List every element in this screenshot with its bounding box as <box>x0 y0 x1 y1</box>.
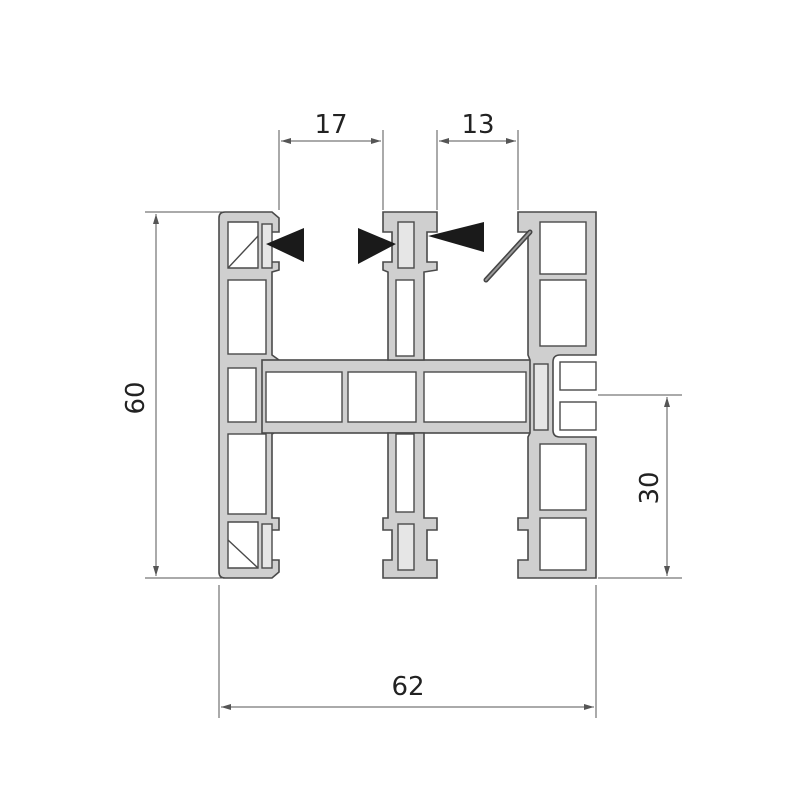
dimension-17-label: 17 <box>314 110 347 140</box>
dimension-13: 13 <box>436 110 519 210</box>
dimension-13-label: 13 <box>461 110 494 140</box>
seals <box>266 222 533 283</box>
dimension-60-label: 60 <box>121 381 151 414</box>
gasket-icon <box>485 231 531 281</box>
chamber <box>423 371 527 423</box>
brush-seal-icon <box>428 222 484 252</box>
brush-seal-icon <box>266 228 304 262</box>
chamber <box>395 433 415 513</box>
dimension-17: 17 <box>278 110 384 210</box>
middle-groove-lower <box>397 523 415 571</box>
dimension-62: 62 <box>218 585 597 718</box>
chamber <box>539 517 587 571</box>
dimension-62-label: 62 <box>391 672 424 702</box>
right-channel <box>559 401 597 431</box>
dimension-30-label: 30 <box>635 471 665 504</box>
chamber <box>539 279 587 347</box>
chamber <box>539 443 587 511</box>
dimension-60: 60 <box>121 211 230 579</box>
right-channel <box>559 361 597 391</box>
chamber <box>227 367 257 423</box>
chamber <box>347 371 417 423</box>
chamber <box>227 221 259 269</box>
chamber <box>265 371 343 423</box>
brush-seal-icon <box>358 228 396 264</box>
right-slot <box>533 363 549 431</box>
chamber <box>539 221 587 275</box>
profile-chambers <box>227 221 597 571</box>
chamber <box>227 279 267 355</box>
middle-groove <box>397 221 415 269</box>
chamber <box>395 279 415 357</box>
left-groove-lower <box>261 523 273 569</box>
dimension-30: 30 <box>598 394 682 579</box>
chamber <box>227 433 267 515</box>
